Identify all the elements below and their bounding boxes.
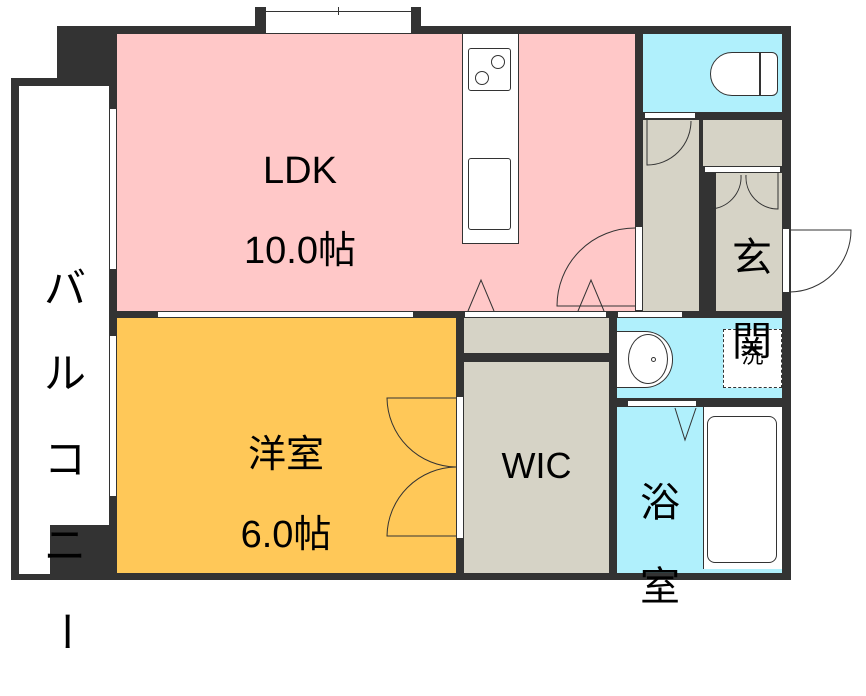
sliding-marker-icon xyxy=(577,278,605,312)
balcony-char: バ xyxy=(43,264,86,312)
door-toilet[interactable] xyxy=(644,112,696,119)
door-western-wic[interactable] xyxy=(456,396,464,539)
ldk-label: LDK 10.0帖 xyxy=(200,112,400,311)
washer-label: 洗 xyxy=(741,343,764,368)
balcony-char: コ xyxy=(43,436,86,484)
door-ldk-hall[interactable] xyxy=(635,226,643,311)
front-door[interactable] xyxy=(782,228,790,293)
stove-icon xyxy=(468,48,511,91)
room-entrance xyxy=(715,173,782,311)
window-top[interactable] xyxy=(265,7,412,34)
ldk-size: 10.0帖 xyxy=(244,229,356,272)
pillar-bottom-left xyxy=(50,525,117,580)
basin-bowl-icon xyxy=(628,334,668,384)
shoe-storage xyxy=(703,120,782,166)
storage-door[interactable] xyxy=(704,166,781,173)
room-wic xyxy=(464,362,609,573)
ldk-name: LDK xyxy=(263,149,337,192)
door-swing-icon xyxy=(556,227,636,307)
door-washroom[interactable] xyxy=(617,311,683,318)
burner-icon xyxy=(491,55,505,69)
pillar-top-left xyxy=(57,26,117,86)
sink-icon xyxy=(468,158,511,230)
bath-char-2: 室 xyxy=(640,565,680,609)
drain-icon xyxy=(651,357,656,362)
balcony-area xyxy=(19,86,109,574)
bath-label: 浴 室 xyxy=(632,440,688,650)
window-ldk-western[interactable] xyxy=(157,311,414,318)
door-swing-icon xyxy=(646,120,692,166)
sliding-marker-icon xyxy=(467,278,495,312)
western-label: 洋室 6.0帖 xyxy=(186,396,386,595)
toilet-tank-icon xyxy=(760,52,778,96)
folding-door-icon xyxy=(674,407,697,442)
double-door-swing-icon xyxy=(386,397,457,537)
washer-space: 洗 xyxy=(723,329,782,388)
bathtub-inner-icon xyxy=(707,416,777,563)
entrance-label: 玄 関 xyxy=(722,195,782,405)
balcony-char: ニ xyxy=(43,521,86,569)
balcony-label: バ ル コ ニ ー xyxy=(35,225,95,696)
door-bath[interactable] xyxy=(627,400,697,407)
entrance-char-1: 玄 xyxy=(732,236,772,280)
burner-icon xyxy=(475,71,489,85)
toilet-bowl-icon xyxy=(710,52,760,96)
balcony-char: ル xyxy=(43,350,86,398)
entrance-char-2: 関 xyxy=(732,320,772,364)
door-swing-icon xyxy=(789,229,852,293)
wic-label: WIC xyxy=(501,445,572,486)
storage-strip xyxy=(464,318,609,353)
western-size: 6.0帖 xyxy=(240,513,332,556)
room-western xyxy=(117,318,456,573)
door-wic-sliding[interactable] xyxy=(464,311,607,318)
window-western-left[interactable] xyxy=(109,335,117,497)
balcony-char: ー xyxy=(42,610,90,653)
window-ldk-left[interactable] xyxy=(109,108,117,270)
room-ldk xyxy=(117,34,635,311)
bath-char-1: 浴 xyxy=(640,481,680,525)
storage-door-swing-icon xyxy=(708,173,779,210)
hallway xyxy=(643,120,699,311)
western-name: 洋室 xyxy=(247,433,324,476)
